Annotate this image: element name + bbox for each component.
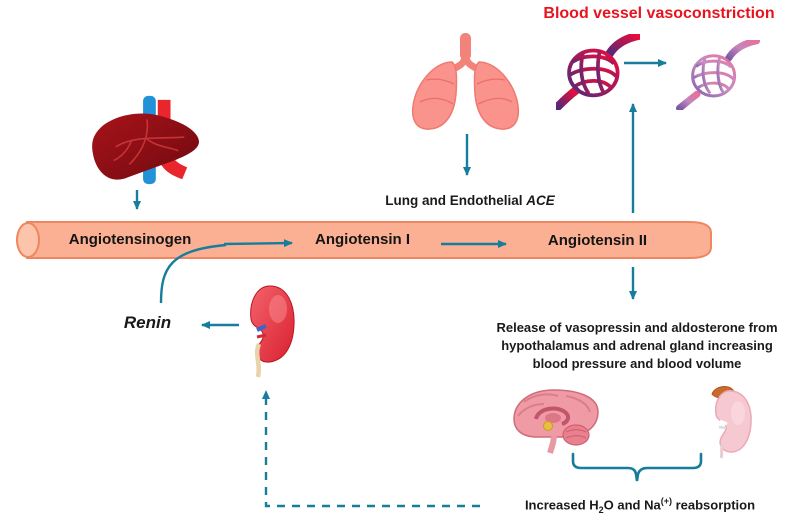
liver-icon	[92, 95, 199, 185]
bar-label-angiotensinogen: Angiotensinogen	[68, 231, 192, 248]
adrenal-gland-kidney-icon	[711, 386, 752, 459]
brace-brain-adrenal	[571, 452, 703, 482]
arrow-angiotensinogen-to-angiotensin1	[223, 239, 293, 248]
bar-label-angiotensin-1: Angiotensin I	[315, 231, 410, 248]
dashed-feedback-arrow-reabsorption-to-kidney	[262, 390, 480, 508]
renin-label: Renin	[123, 313, 172, 332]
release-text-line3: blood pressure and blood volume	[532, 356, 742, 371]
reabsorption-text: Increased H2O and Na(+) reabsorption	[492, 496, 788, 515]
reabsorption-pre: Increased H	[524, 497, 599, 513]
ace-label-prefix: Lung and Endothelial	[385, 193, 527, 208]
reabsorption-subscript: 2	[598, 504, 604, 515]
brain-hypothalamus-icon	[513, 389, 599, 454]
bar-label-angiotensin-2: Angiotensin II	[547, 232, 648, 249]
ace-label: Lung and Endothelial ACE	[345, 193, 595, 209]
tube-open-end	[16, 222, 40, 258]
renin-action-curve	[159, 243, 227, 304]
release-text-line1: Release of vasopressin and aldosterone f…	[496, 320, 778, 335]
constricted-blood-vessel-icon	[676, 40, 760, 110]
lungs-icon	[411, 33, 520, 130]
hypothalamus-highlight	[543, 421, 553, 431]
release-vasopressin-aldosterone-text: Release of vasopressin and aldosterone f…	[467, 319, 800, 373]
title-blood-vessel-vasoconstriction: Blood vessel vasoconstriction	[543, 5, 775, 22]
ace-label-enzyme: ACE	[526, 193, 555, 208]
reabsorption-superscript: (+)	[660, 496, 672, 506]
blood-vessel-icon	[556, 34, 640, 110]
release-text-line2: hypothalamus and adrenal gland increasin…	[501, 338, 773, 353]
reabsorption-mid: O and Na	[603, 497, 661, 513]
kidney-icon	[250, 285, 295, 378]
reabsorption-post: reabsorption	[671, 497, 756, 513]
